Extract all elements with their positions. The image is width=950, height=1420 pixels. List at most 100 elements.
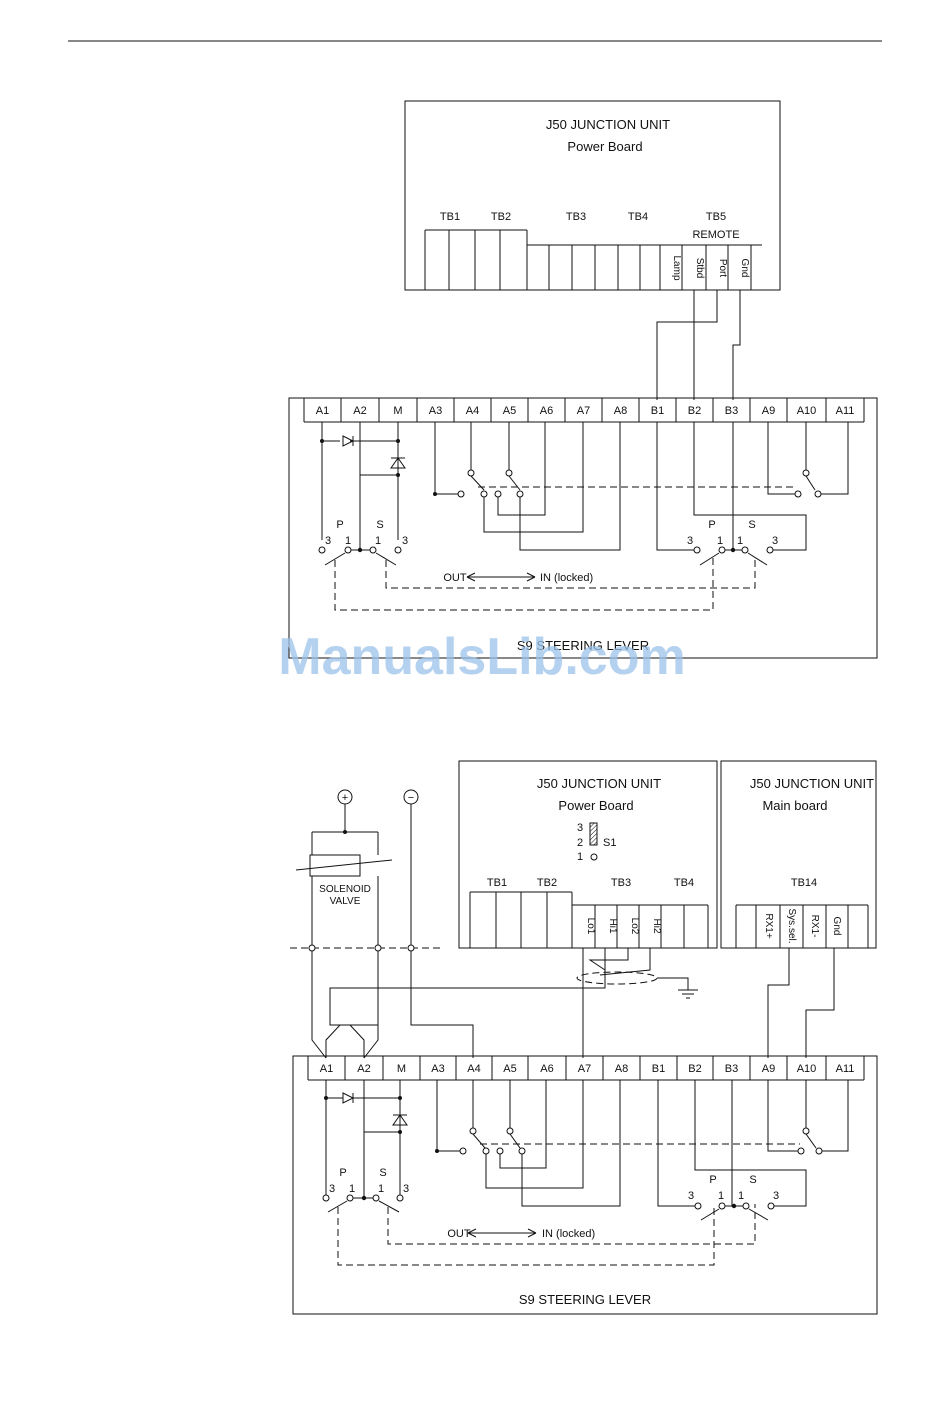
s1-jumper-icon (589, 822, 598, 846)
svg-text:3: 3 (329, 1183, 335, 1195)
svg-text:S: S (749, 1174, 756, 1186)
s1-label: S1 (603, 837, 616, 849)
svg-text:TB4: TB4 (674, 877, 694, 889)
top-tb4-label: TB4 (628, 211, 648, 223)
bottom-lever-terminal-a9: A9 (762, 1063, 775, 1075)
top-lever-terminal-a7: A7 (577, 405, 590, 417)
bottom-zener-icon (392, 1114, 408, 1126)
svg-text:RX1-: RX1- (809, 915, 820, 938)
svg-text:TB2: TB2 (537, 877, 557, 889)
top-a10-switch (805, 422, 816, 491)
top-board-title: Power Board (567, 139, 642, 154)
top-diagram: J50 JUNCTION UNIT Power Board TB1 TB2 TB… (288, 100, 878, 659)
bottom-out-in-arrow (467, 1228, 537, 1238)
top-lever-terminal-a4: A4 (466, 405, 479, 417)
bottom-lever-terminal-b1: B1 (652, 1063, 665, 1075)
bottom-lever-terminal-a3: A3 (431, 1063, 444, 1075)
top-lever-box (288, 397, 878, 659)
top-lever-terminal-b3: B3 (725, 405, 738, 417)
svg-text:P: P (339, 1167, 346, 1179)
tb14-label: TB14 (791, 877, 817, 889)
svg-text:3: 3 (688, 1190, 694, 1202)
top-unit-title: J50 JUNCTION UNIT (546, 117, 670, 132)
bottom-lever-terminal-a1: A1 (320, 1063, 333, 1075)
bottom-power-unit-title: J50 JUNCTION UNIT (537, 776, 661, 791)
top-a7-wire (483, 422, 584, 533)
top-wire-gnd (732, 290, 741, 400)
bottom-lever-title: S9 STEERING LEVER (519, 1292, 651, 1307)
svg-text:IN (locked): IN (locked) (542, 1228, 595, 1240)
svg-text:3: 3 (402, 535, 408, 547)
solenoid-label-1: SOLENOID (319, 884, 371, 895)
top-tb5-stbd: Stbd (694, 258, 705, 279)
bottom-lever-terminal-a4: A4 (467, 1063, 480, 1075)
svg-text:OUT: OUT (447, 1228, 471, 1240)
top-power-board-box (404, 100, 781, 291)
svg-text:Lo1: Lo1 (585, 918, 596, 935)
top-tb5-lamp: Lamp (671, 255, 682, 280)
top-tb1-label: TB1 (440, 211, 460, 223)
svg-text:1: 1 (349, 1183, 355, 1195)
svg-text:P: P (708, 519, 715, 531)
top-a3-wire (434, 422, 458, 495)
top-in-label: IN (locked) (540, 572, 593, 584)
top-a8-wire (519, 422, 621, 551)
watermark: ManualsLib.com (278, 628, 685, 686)
top-a11-wire (821, 422, 849, 495)
top-out-in-arrow (466, 572, 536, 582)
bottom-main-unit-title: J50 JUNCTION UNIT (750, 776, 874, 791)
top-lever-terminal-a2: A2 (353, 405, 366, 417)
svg-text:TB1: TB1 (487, 877, 507, 889)
top-lever-terminal-a9: A9 (762, 405, 775, 417)
svg-text:P: P (709, 1174, 716, 1186)
solenoid-label-2: VALVE (330, 896, 361, 907)
top-node (320, 439, 324, 443)
bottom-lever-terminal-a8: A8 (615, 1063, 628, 1075)
top-lever-terminal-a10: A10 (797, 405, 817, 417)
svg-text:1: 1 (718, 1190, 724, 1202)
bottom-lever-terminal-a6: A6 (540, 1063, 553, 1075)
svg-text:1: 1 (577, 851, 583, 863)
svg-text:2: 2 (577, 837, 583, 849)
bottom-lever-terminal-b2: B2 (688, 1063, 701, 1075)
top-out-label: OUT (443, 572, 467, 584)
bottom-lever-terminal-a10: A10 (797, 1063, 817, 1075)
svg-text:Sys.sel.: Sys.sel. (786, 908, 797, 943)
svg-text:3: 3 (687, 535, 693, 547)
solenoid-valve-icon (309, 854, 361, 877)
svg-text:1: 1 (378, 1183, 384, 1195)
svg-text:1: 1 (737, 535, 743, 547)
bottom-lever-strip-lines (307, 1056, 865, 1081)
top-tb5-strip (659, 245, 752, 290)
svg-text:Gnd: Gnd (831, 917, 842, 936)
ground-icon (657, 977, 698, 999)
top-lever-terminal-a8: A8 (614, 405, 627, 417)
bottom-main-board-title: Main board (762, 798, 827, 813)
top-lever-terminal-b1: B1 (651, 405, 664, 417)
top-lever-terminal-a6: A6 (540, 405, 553, 417)
svg-text:3: 3 (772, 535, 778, 547)
top-tb5-port: Port (717, 259, 728, 278)
top-tb3-tb4-strip (527, 244, 762, 290)
top-a9-wire (767, 422, 795, 495)
top-lever-terminal-m: M (393, 405, 402, 417)
svg-text:1: 1 (375, 535, 381, 547)
svg-text:3: 3 (773, 1190, 779, 1202)
top-lever-terminal-a1: A1 (316, 405, 329, 417)
svg-text:1: 1 (717, 535, 723, 547)
top-a6-wire (497, 422, 546, 516)
top-lever-strip-lines (303, 398, 865, 423)
tb14-strip (735, 904, 869, 948)
svg-text:S: S (748, 519, 755, 531)
bottom-lever-terminal-a5: A5 (503, 1063, 516, 1075)
bottom-main-board-box (720, 760, 877, 949)
top-lever-terminal-a5: A5 (503, 405, 516, 417)
svg-text:Lo2: Lo2 (629, 918, 640, 935)
top-ps-mech-link (334, 556, 756, 611)
svg-text:+: + (342, 792, 348, 804)
svg-text:S: S (379, 1167, 386, 1179)
svg-text:3: 3 (403, 1183, 409, 1195)
top-left-p: P (336, 519, 343, 531)
